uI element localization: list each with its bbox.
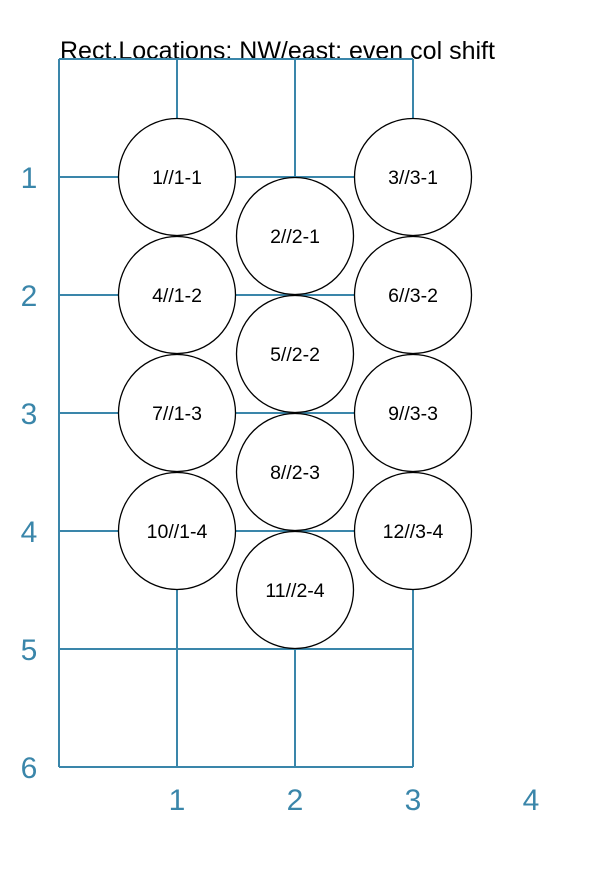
location-label: 9//3-3	[388, 403, 438, 425]
location-circle-shape	[235, 176, 355, 296]
location-circle: 10//1-4	[117, 471, 237, 591]
y-tick-label: 1	[21, 162, 38, 195]
location-label: 7//1-3	[152, 403, 202, 425]
x-tick-label: 3	[405, 784, 422, 817]
location-circle-shape	[117, 117, 237, 237]
location-circle-shape	[235, 412, 355, 532]
location-circle-shape	[117, 353, 237, 473]
y-tick-label: 3	[21, 398, 38, 431]
location-circle: 11//2-4	[235, 530, 355, 650]
location-label: 6//3-2	[388, 285, 438, 307]
location-circle-shape	[235, 530, 355, 650]
location-circle-shape	[353, 471, 473, 591]
location-circle: 12//3-4	[353, 471, 473, 591]
x-tick-label: 2	[287, 784, 304, 817]
location-label: 4//1-2	[152, 285, 202, 307]
location-label: 11//2-4	[265, 580, 324, 602]
location-circle: 7//1-3	[117, 353, 237, 473]
x-tick-label: 4	[523, 784, 540, 817]
location-circle: 3//3-1	[353, 117, 473, 237]
location-circle-shape	[235, 294, 355, 414]
location-circle-shape	[353, 117, 473, 237]
location-label: 8//2-3	[270, 462, 320, 484]
location-label: 12//3-4	[383, 521, 444, 543]
location-label: 3//3-1	[388, 167, 438, 189]
location-label: 5//2-2	[270, 344, 320, 366]
axis-tick-labels: 1 2 3 4 5 6 1 2 3 4	[21, 162, 540, 817]
location-circle: 4//1-2	[117, 235, 237, 355]
location-circle: 6//3-2	[353, 235, 473, 355]
location-circle: 9//3-3	[353, 353, 473, 473]
y-tick-label: 5	[21, 634, 38, 667]
location-circles: 1//1-1 2//2-1 3//3-1 4//1-2 5//2-2 6//3-2 7//1…	[117, 117, 473, 650]
diagram-title: Rect.Locations: NW/east: even col shift	[60, 37, 495, 65]
location-label: 2//2-1	[270, 226, 320, 248]
location-circle-shape	[353, 235, 473, 355]
location-circle-shape	[353, 353, 473, 473]
location-circle: 5//2-2	[235, 294, 355, 414]
location-label: 1//1-1	[152, 167, 202, 189]
y-tick-label: 6	[21, 752, 38, 785]
location-circle: 8//2-3	[235, 412, 355, 532]
location-circle-shape	[117, 471, 237, 591]
location-circle: 1//1-1	[117, 117, 237, 237]
y-tick-label: 2	[21, 280, 38, 313]
location-circle-shape	[117, 235, 237, 355]
y-tick-label: 4	[21, 516, 38, 549]
location-circle: 2//2-1	[235, 176, 355, 296]
x-tick-label: 1	[169, 784, 186, 817]
location-label: 10//1-4	[147, 521, 208, 543]
